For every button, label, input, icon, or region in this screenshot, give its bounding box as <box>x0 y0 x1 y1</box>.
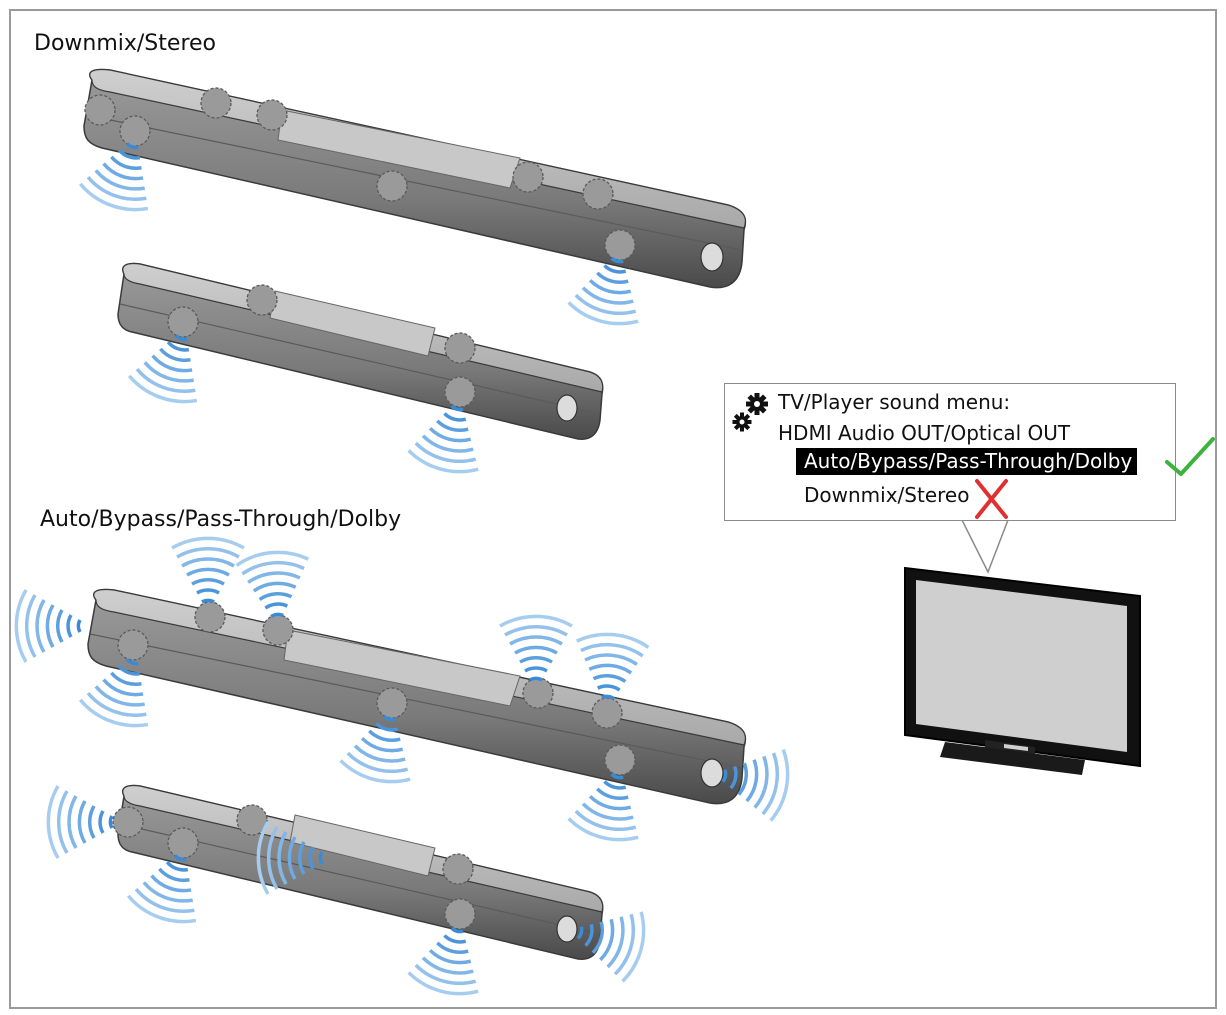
tv-sound-menu-callout: TV/Player sound menu: HDMI Audio OUT/Opt… <box>724 383 1176 521</box>
menu-subheading: HDMI Audio OUT/Optical OUT <box>778 421 1071 445</box>
soundwave-bottom-left-2 <box>46 784 114 860</box>
soundbar-large-bottom <box>87 588 747 805</box>
soundwave-bottom-up-1 <box>170 536 246 604</box>
soundbar-large-top <box>83 68 747 289</box>
downmix-stereo-label: Downmix/Stereo <box>34 31 216 56</box>
gear-icon <box>732 393 768 432</box>
cross-icon <box>975 479 1008 519</box>
soundwave-bottom-up-3 <box>498 614 574 682</box>
auto-bypass-label: Auto/Bypass/Pass-Through/Dolby <box>40 507 402 532</box>
soundbar-small-bottom <box>117 784 604 960</box>
tv-icon <box>904 566 1141 775</box>
soundwave-bottom-left-1 <box>14 588 82 664</box>
menu-callout-pointer <box>961 517 1009 574</box>
check-icon <box>1165 437 1215 476</box>
menu-heading: TV/Player sound menu: <box>778 390 1011 414</box>
menu-option-downmix-stereo[interactable]: Downmix/Stereo <box>804 483 970 507</box>
soundbar-small-top <box>117 262 604 440</box>
menu-option-auto-bypass[interactable]: Auto/Bypass/Pass-Through/Dolby <box>796 448 1138 475</box>
soundwave-bottom-up-2 <box>233 547 315 621</box>
